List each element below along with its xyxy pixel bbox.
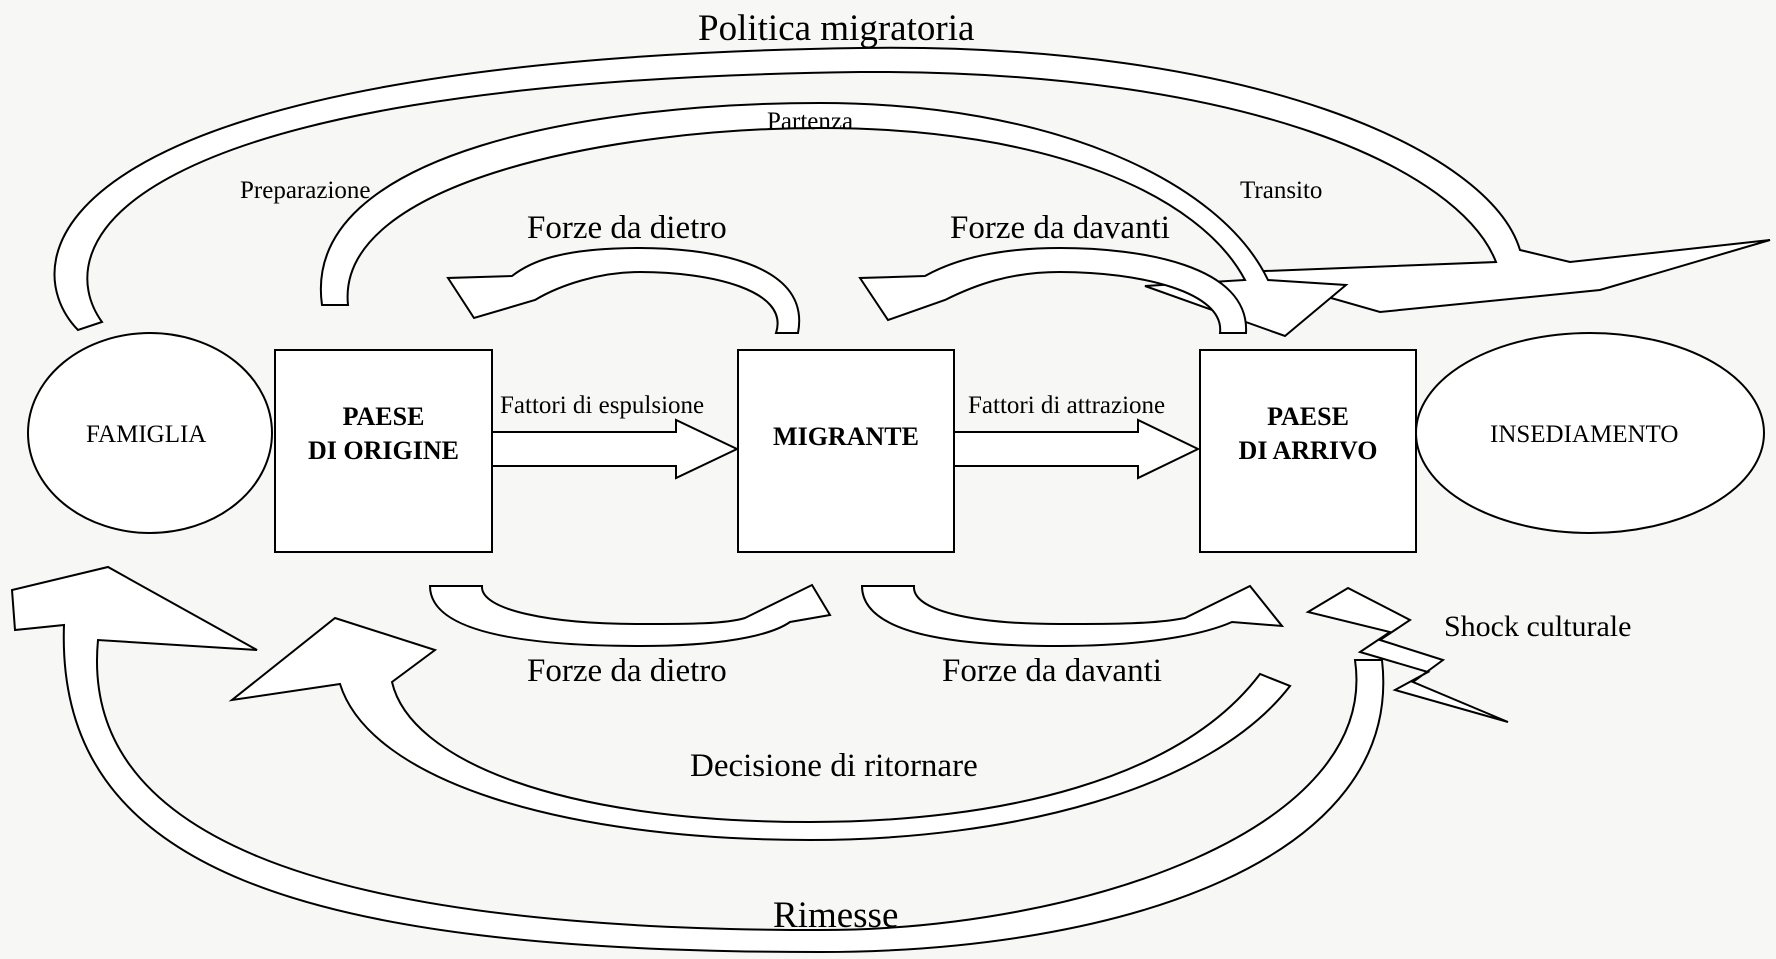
- family-label: FAMIGLIA: [86, 421, 207, 448]
- pull-label: Fattori di attrazione: [968, 392, 1166, 419]
- push-arrow: [491, 418, 740, 480]
- departure-arrow: [319, 101, 1349, 338]
- arrival-title-line2: DI ARRIVO: [1238, 436, 1378, 465]
- arrival-node: [1199, 349, 1417, 553]
- lower-forces-behind-label: Forze da dietro: [527, 653, 727, 689]
- policy-arrow: [53, 46, 1771, 332]
- return-arrow: [228, 616, 1292, 842]
- upper-forces-behind-label: Forze da dietro: [527, 210, 727, 246]
- origin-node: [274, 349, 493, 553]
- upper-behind-band: [446, 246, 801, 334]
- return-label: Decisione di ritornare: [690, 748, 978, 784]
- upper-front-band: [858, 246, 1248, 334]
- arrival-title: PAESE DI ARRIVO: [1200, 400, 1416, 468]
- origin-title: PAESE DI ORIGINE: [275, 400, 492, 468]
- upper-forces-front-label: Forze da davanti: [950, 210, 1170, 246]
- migrant-title: MIGRANTE: [773, 422, 919, 451]
- culture-shock-label: Shock culturale: [1444, 610, 1632, 643]
- lower-front-band: [860, 584, 1285, 648]
- arrival-title-line1: PAESE: [1267, 402, 1349, 431]
- lower-behind-band: [428, 583, 832, 648]
- remittances-label: Rimesse: [773, 895, 899, 936]
- migrant-node: [737, 349, 955, 553]
- origin-title-line1: PAESE: [342, 402, 425, 431]
- origin-title-line2: DI ORIGINE: [308, 436, 459, 465]
- settlement-node: [1415, 332, 1765, 534]
- family-node: [27, 332, 273, 534]
- push-label: Fattori di espulsione: [500, 392, 705, 419]
- departure-label: Partenza: [767, 108, 854, 135]
- culture-shock-bolt: [1305, 586, 1509, 723]
- settlement-label: INSEDIAMENTO: [1490, 421, 1679, 448]
- pull-arrow: [953, 418, 1201, 480]
- preparation-label: Preparazione: [240, 177, 371, 204]
- lower-forces-front-label: Forze da davanti: [942, 653, 1162, 689]
- transit-label: Transito: [1240, 177, 1323, 204]
- remittances-arrow: [10, 565, 1385, 954]
- policy-label: Politica migratoria: [698, 8, 975, 49]
